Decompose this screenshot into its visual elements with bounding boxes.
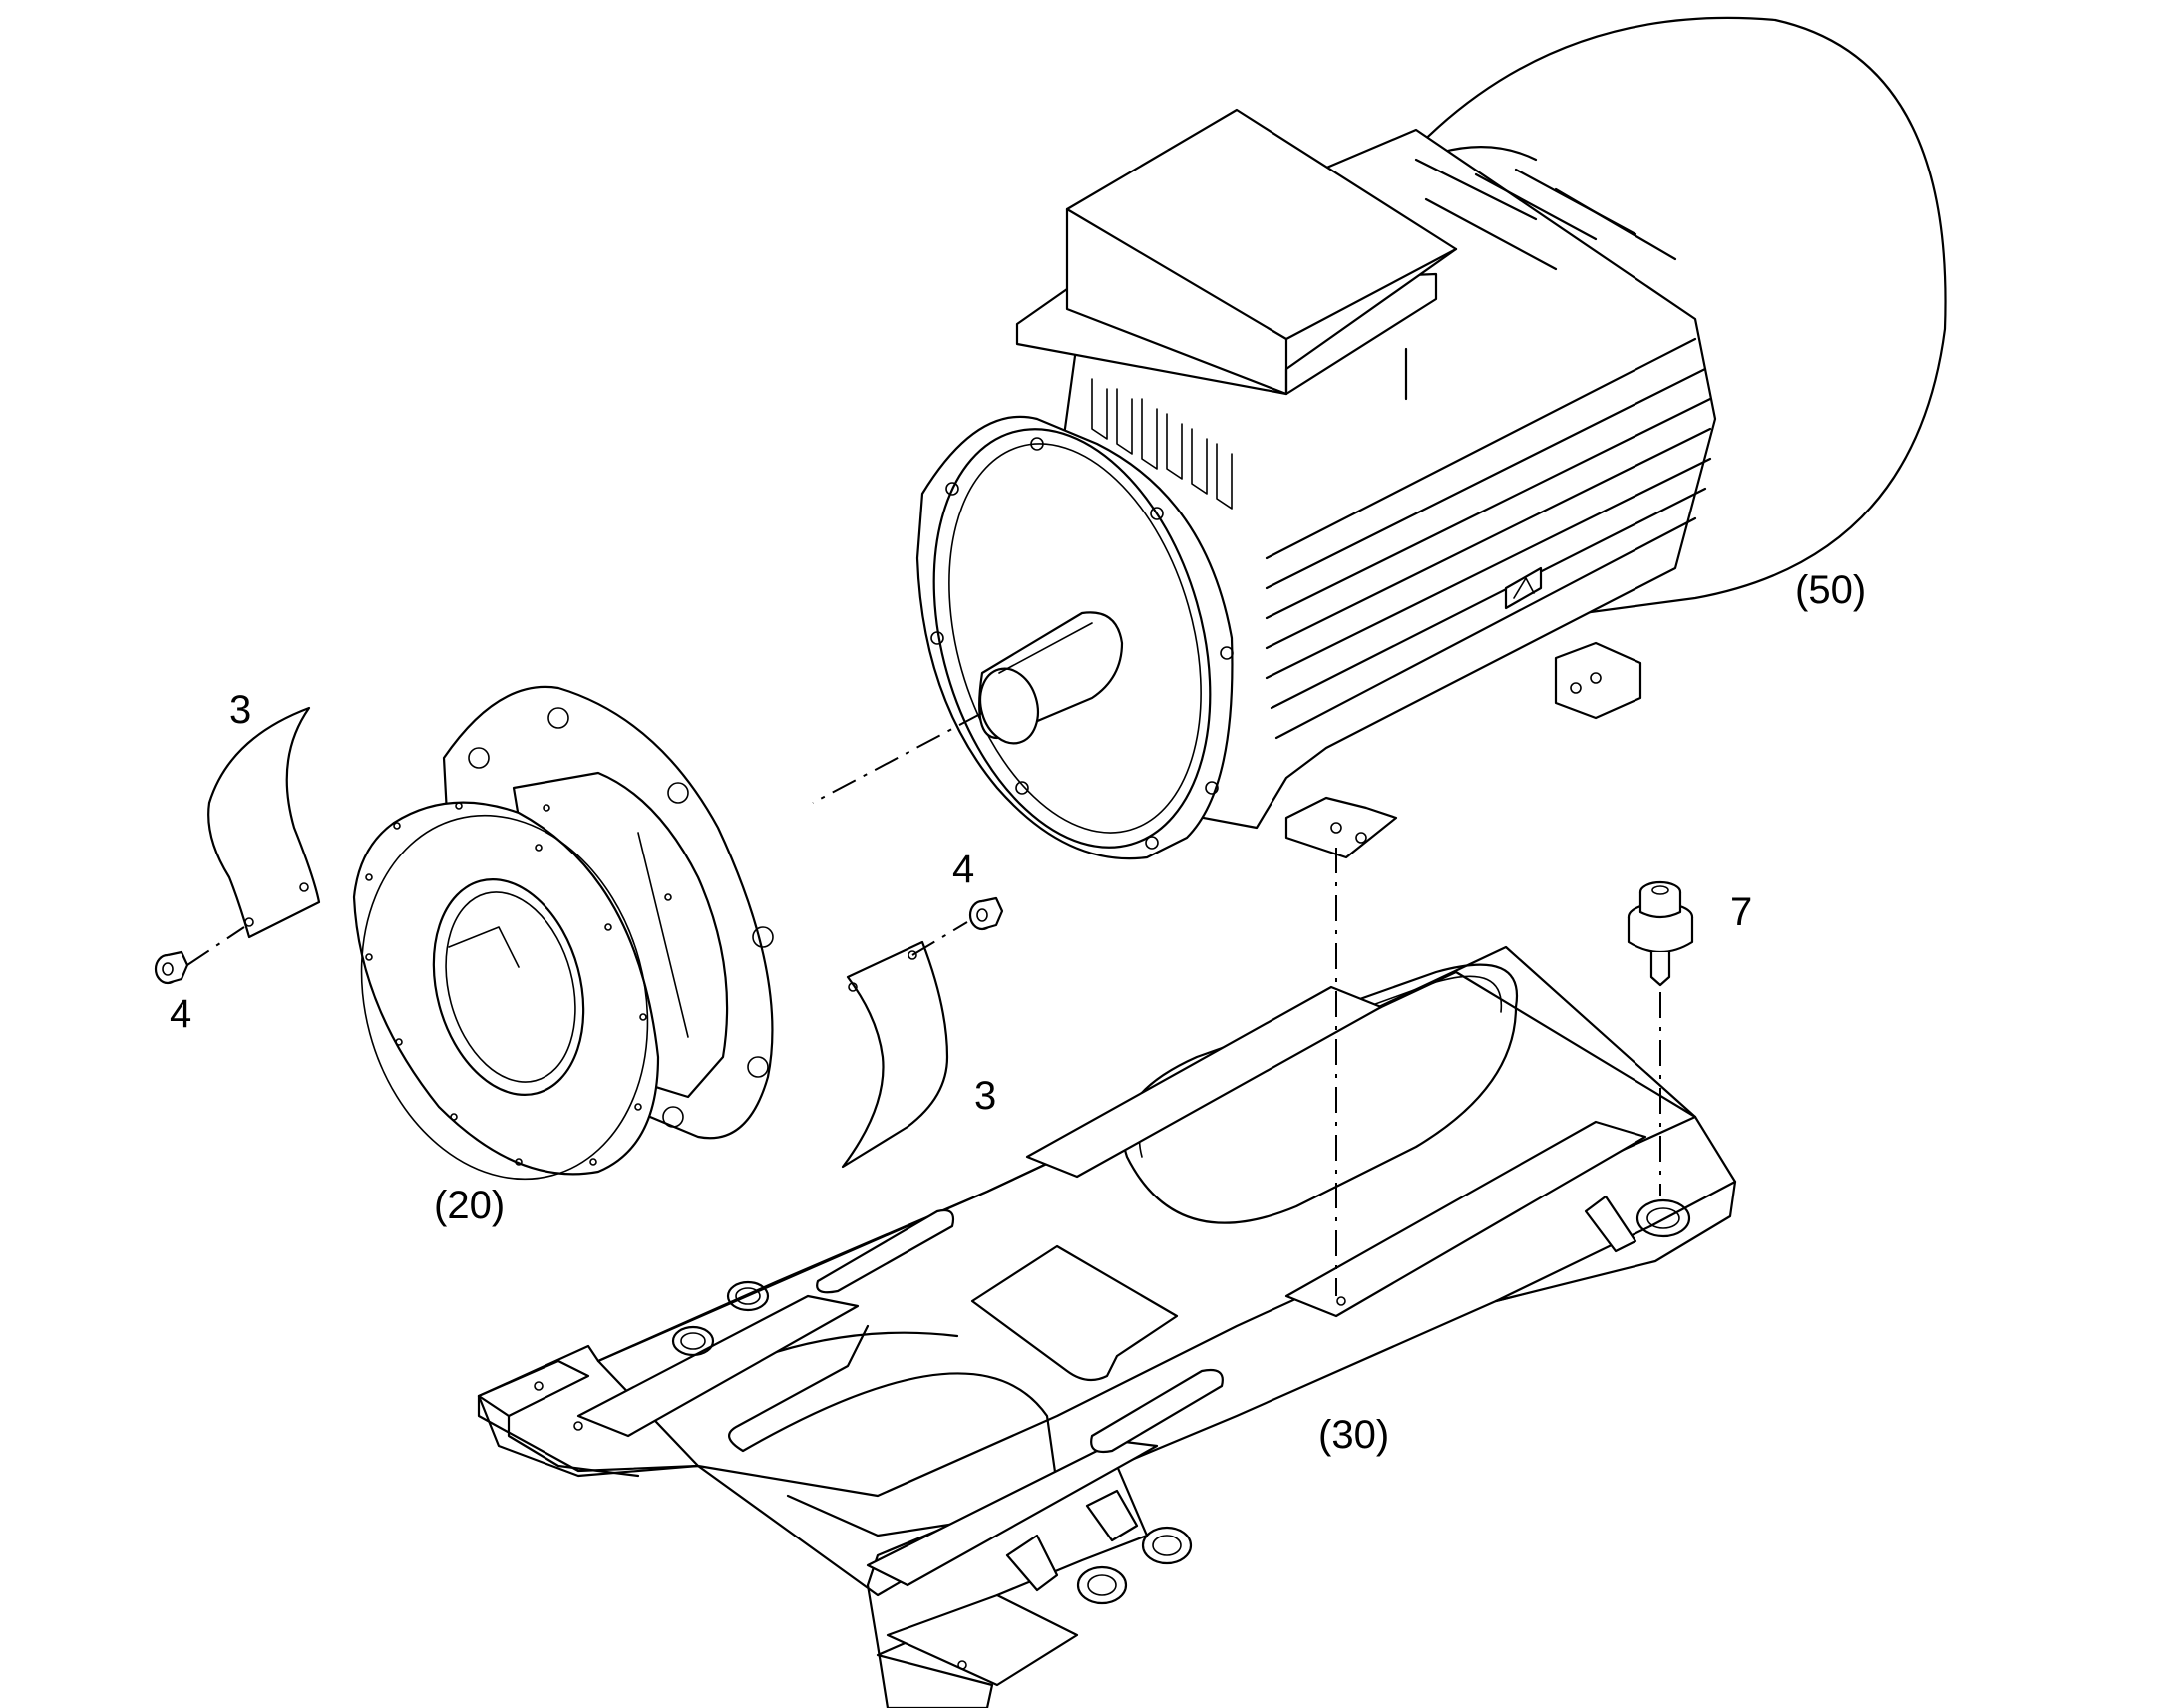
bolt [1627,880,1694,987]
cover-left [207,706,321,939]
label-baseplate: (30) [1318,1413,1389,1457]
label-bolt: 7 [1730,890,1752,934]
label-motor: (50) [1795,568,1866,612]
adapter [352,685,774,1181]
motor [915,16,1947,860]
screw-left [154,950,189,985]
assembly-lines [186,712,1661,1296]
cover-right [841,940,949,1169]
screw-right [968,896,1004,931]
baseplate [477,945,1737,1708]
label-cover-right: 3 [974,1074,996,1118]
label-screw-right: 4 [952,848,974,891]
label-cover-left: 3 [229,688,251,732]
label-screw-left: 4 [170,992,191,1036]
label-adapter: (20) [434,1184,505,1227]
